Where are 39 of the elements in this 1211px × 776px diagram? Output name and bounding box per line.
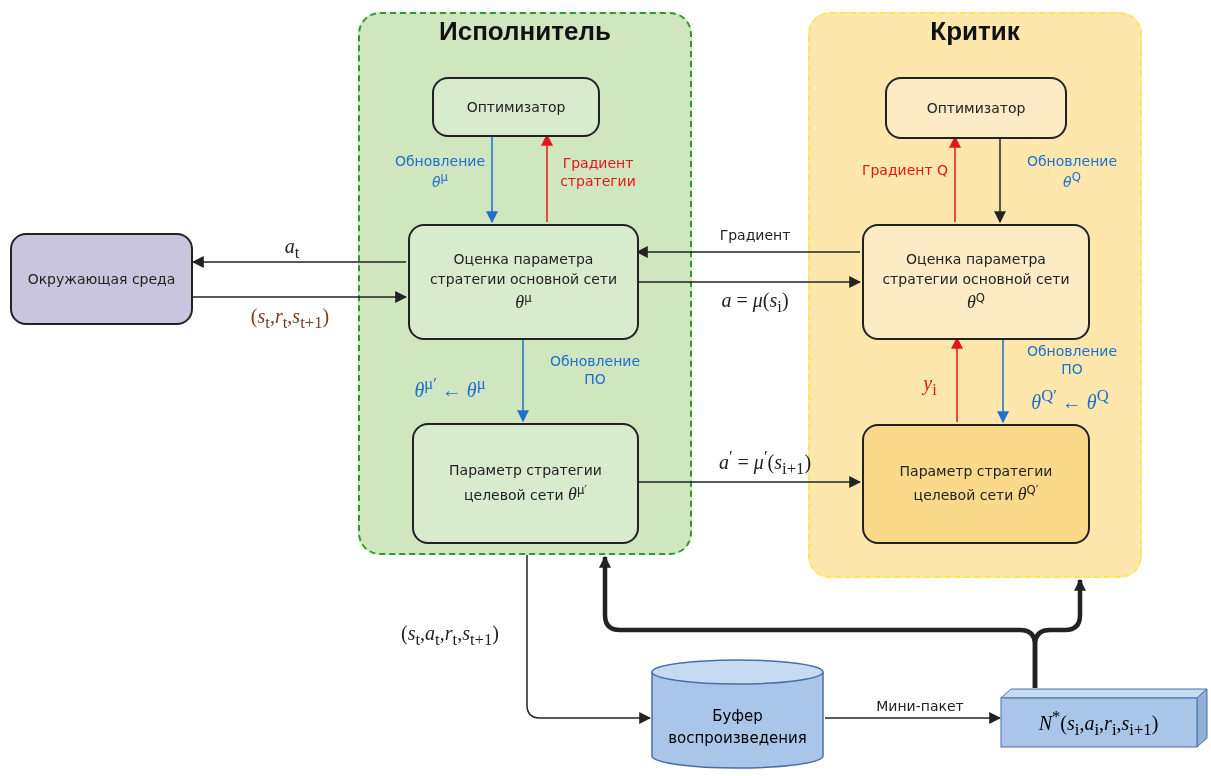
edge-label: a = μ(s$_{i}$): [721, 287, 789, 318]
arrow: [994, 136, 1006, 224]
group-panel: [358, 12, 692, 555]
edge-label: a$^{′}$ = μ$^{′}$(s$_{i+1}$): [718, 445, 812, 481]
edge-label: Обновление ПО: [1025, 341, 1119, 379]
edge-label: Градиент Q: [861, 160, 949, 180]
process-box: Оценка параметра стратегии основной сети θ$^{Q}$: [862, 224, 1090, 340]
process-box: Оптимизатор: [432, 77, 600, 137]
arrow: [526, 554, 652, 724]
edge-label: (s$_{t}$,a$_{t}$,r$_{t}$,s$_{t+1}$): [401, 620, 499, 651]
process-box: Оптимизатор: [885, 77, 1067, 139]
edge-label: Обновление θ$^{Q}$: [1025, 152, 1119, 192]
edge-label: Обновление ПО: [548, 351, 642, 389]
edge-label: a$_{t}$: [284, 233, 300, 264]
arrow: [636, 276, 862, 288]
arrow: [636, 476, 862, 488]
edge-label: Обновление θ$^{μ}$: [393, 152, 487, 192]
edge-label: (s$_{t}$,r$_{t}$,s$_{t+1}$): [250, 303, 330, 334]
node-text: Буфер воспроизведения: [667, 705, 808, 749]
process-box: Оценка параметра стратегии основной сети θ$^{μ}$: [408, 224, 639, 340]
edge-label: y$_{i}$: [923, 370, 937, 401]
edge-label: Градиент: [719, 225, 791, 245]
arrow: [192, 291, 408, 303]
group-title: Исполнитель: [439, 16, 611, 47]
formula-label: θ$^{μ′}$ ← θ$^{μ}$: [414, 373, 486, 403]
arrow: [1032, 578, 1086, 688]
arrow: [997, 337, 1009, 424]
formula-text: N$^{*}$(s$_{i}$,a$_{i}$,r$_{i}$,s$_{i+1}$): [1038, 706, 1159, 741]
formula-label: θ$^{Q′}$ ← θ$^{Q}$: [1031, 385, 1109, 415]
arrow: [824, 712, 1002, 724]
process-box: Окружающая среда: [10, 233, 193, 325]
group-title: Критик: [930, 16, 1020, 47]
arrow: [517, 337, 529, 423]
process-box: Параметр стратегии целевой сети θ$^{μ′}$: [412, 423, 639, 544]
process-box: Параметр стратегии целевой сети θ$^{Q′}$: [862, 424, 1090, 544]
edge-label: Градиент стратегии: [559, 153, 637, 191]
arrow: [191, 256, 407, 268]
edge-label: Мини-пакет: [876, 696, 964, 716]
arrow: [486, 134, 498, 224]
